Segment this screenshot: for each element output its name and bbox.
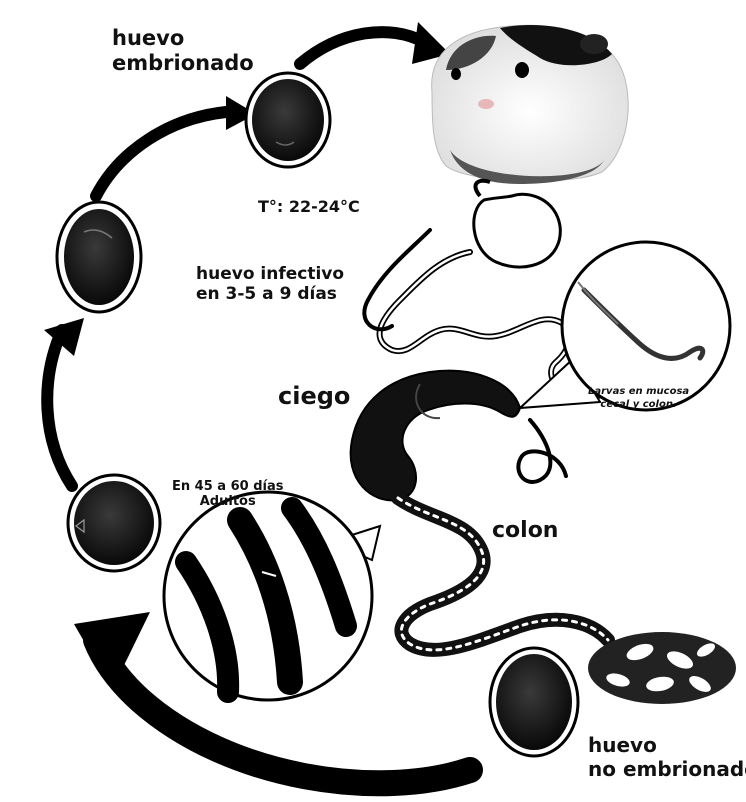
label-embrionado-line2: embrionado	[112, 51, 254, 76]
arrow-top	[300, 32, 424, 64]
label-huevo-embrionado: huevo embrionado	[112, 26, 254, 76]
label-larvas-line1: Larvas en mucosa	[588, 386, 689, 399]
label-infectivo-line1: huevo infectivo	[196, 264, 344, 284]
adults-magnifier	[164, 492, 380, 700]
label-no-embrionado-line2: no embrionado	[588, 758, 746, 782]
arrow-bottom-head	[74, 612, 150, 690]
label-embrionado-line1: huevo	[112, 26, 254, 51]
label-infectivo-line2: en 3-5 a 9 días	[196, 284, 344, 304]
label-larvas-line2: cecal y colon.	[588, 399, 689, 412]
label-huevo-infectivo: huevo infectivo en 3-5 a 9 días	[196, 264, 344, 304]
egg-embrionado	[246, 73, 330, 167]
label-adultos-line1: En 45 a 60 días	[172, 480, 283, 495]
guinea-pig-host	[432, 25, 629, 184]
egg-no-embrionado	[490, 648, 578, 756]
stomach	[474, 194, 560, 267]
arrow-left-lower	[47, 330, 72, 486]
label-temperature: T°: 22-24°C	[258, 198, 360, 217]
feces-pile	[588, 632, 736, 704]
egg-infectivo	[57, 202, 141, 312]
label-no-embrionado-line1: huevo	[588, 734, 746, 758]
larvae-magnifier	[520, 242, 730, 410]
label-ciego: ciego	[278, 382, 350, 410]
label-colon: colon	[492, 518, 558, 544]
label-adultos-line2: Adultos	[172, 495, 283, 510]
label-adultos: En 45 a 60 días Adultos	[172, 480, 283, 510]
label-huevo-no-embrionado: huevo no embrionado	[588, 734, 746, 781]
egg-lower-left	[68, 475, 160, 571]
cecum	[351, 371, 520, 501]
label-larvas: Larvas en mucosa cecal y colon.	[588, 386, 689, 411]
arrow-left-upper	[96, 112, 226, 196]
